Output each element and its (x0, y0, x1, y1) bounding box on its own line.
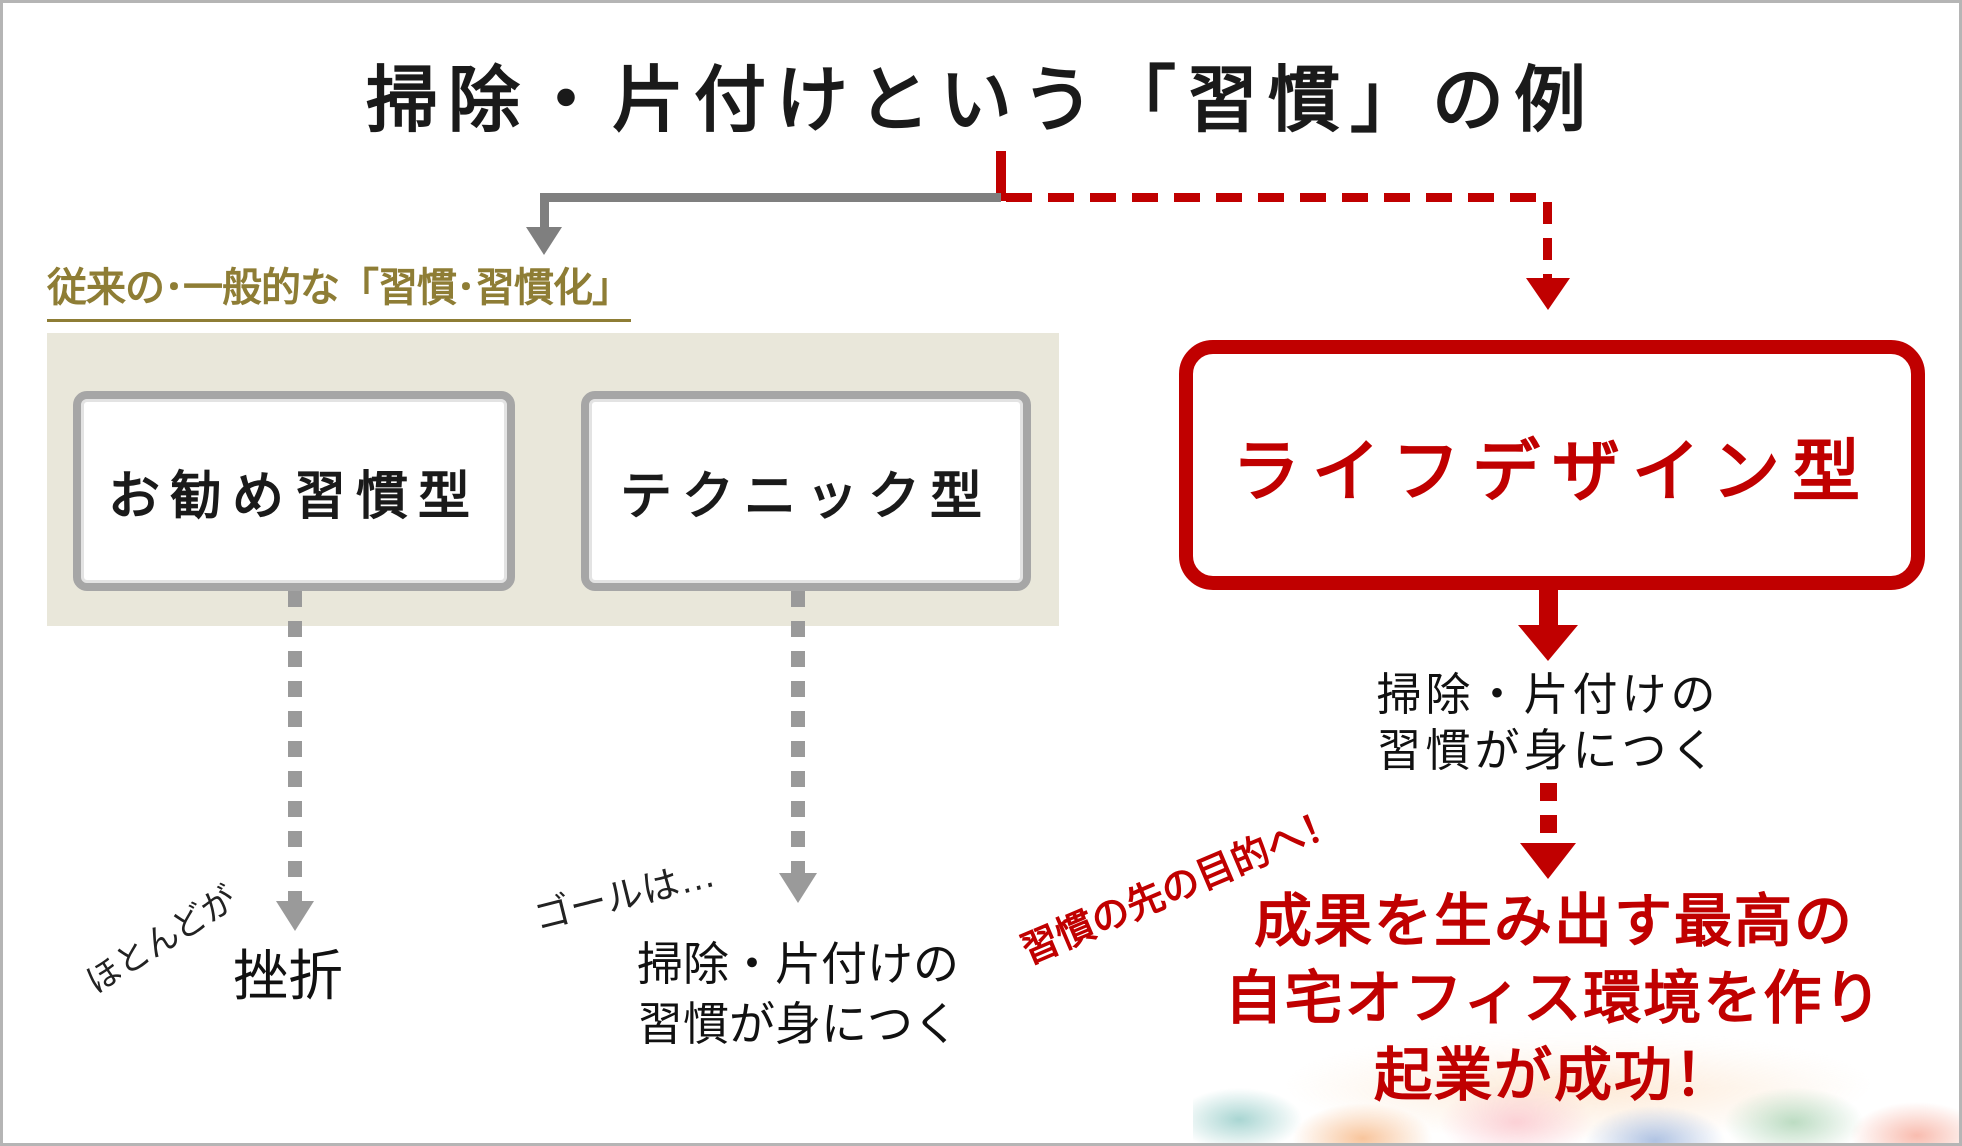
box-life-design: ライフデザイン型 (1179, 340, 1925, 590)
red-connector-stub (996, 151, 1006, 201)
annotation-mostly: ほとんどが (79, 879, 244, 1002)
outcome-line: 習慣が身につく (637, 997, 959, 1050)
dotted-arrow-shaft-left (288, 591, 302, 903)
box-technique: テクニック型 (581, 391, 1031, 591)
outcome-failure-label: 挫折 (233, 945, 344, 1007)
outcome-habit-acquired-right: 掃除・片付けの 習慣が身につく (1273, 667, 1823, 780)
gray-arrow-down-icon (526, 227, 562, 255)
annotation-goal: ゴールは… (529, 853, 720, 938)
outcome-habit-acquired-left: 掃除・片付けの 習慣が身につく (563, 935, 1033, 1055)
final-line: 成果を生み出す最高の (1253, 889, 1854, 954)
slide-title: 掃除・片付けという「習慣」の例 (365, 61, 1596, 141)
box-recommended-habit: お勧め習慣型 (73, 391, 515, 591)
red-dotted-arrow-down-icon (1520, 843, 1576, 879)
red-solid-arrow-down-icon (1518, 625, 1578, 661)
teamwork-photo (1193, 1015, 1959, 1143)
final-line: 自宅オフィス環境を作り (1224, 966, 1884, 1032)
dotted-arrow-shaft-middle (791, 591, 805, 875)
outcome-line: 掃除・片付けの (1376, 669, 1720, 720)
red-dashed-horizontal (1006, 193, 1552, 202)
dotted-arrow-down-icon-left (276, 901, 314, 931)
red-solid-arrow-shaft (1539, 588, 1558, 628)
outcome-line: 掃除・片付けの (637, 938, 959, 990)
final-line: 起業が成功！ (1373, 1043, 1734, 1109)
final-success-statement: 成果を生み出す最高の 自宅オフィス環境を作り 起業が成功！ (1183, 883, 1925, 1114)
red-dashed-vertical (1543, 202, 1552, 280)
outcome-line: 習慣が身につく (1376, 725, 1720, 777)
red-arrow-down-icon (1526, 278, 1570, 310)
left-section-heading: 従来の･一般的な「習慣･習慣化」 (47, 255, 632, 322)
red-dotted-arrow-shaft (1540, 783, 1557, 845)
gray-connector-vertical (540, 193, 549, 231)
dotted-arrow-down-icon-middle (779, 873, 817, 903)
gray-connector-horizontal (540, 193, 1001, 202)
